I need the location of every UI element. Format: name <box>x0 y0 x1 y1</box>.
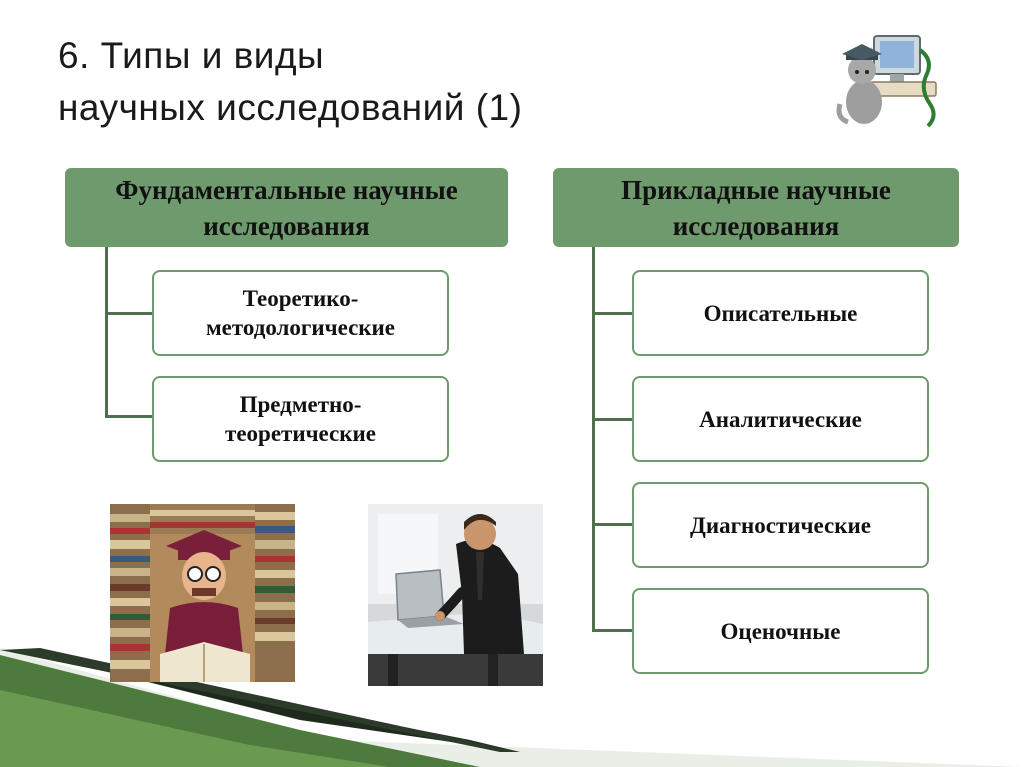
applied-connector-4 <box>592 629 634 632</box>
applied-item-descriptive: Описательные <box>632 270 929 356</box>
applied-item-diagnostic: Диагностические <box>632 482 929 568</box>
fundamental-item-theoretical-methodological: Теоретико- методологические <box>152 270 449 356</box>
slide-title: 6. Типы и виды научных исследований (1) <box>58 30 778 134</box>
applied-item-evaluative: Оценочные <box>632 588 929 674</box>
fundamental-research-heading: Фундаментальные научные исследования <box>65 168 508 247</box>
applied-research-heading: Прикладные научные исследования <box>553 168 959 247</box>
fundamental-connector-2 <box>105 415 154 418</box>
fundamental-item-2-line-1: Предметно- <box>239 392 362 417</box>
applied-heading-line-1: Прикладные научные <box>621 174 891 205</box>
man-at-laptop-image <box>368 504 543 686</box>
fundamental-connector-vertical <box>105 247 108 417</box>
fundamental-item-subject-theoretical: Предметно- теоретические <box>152 376 449 462</box>
applied-item-analytical: Аналитические <box>632 376 929 462</box>
cat-computer-icon <box>836 35 937 128</box>
applied-item-1-label: Описательные <box>703 300 858 326</box>
applied-connector-3 <box>592 523 634 526</box>
applied-item-4-label: Оценочные <box>720 618 841 644</box>
fundamental-heading-line-2: исследования <box>203 210 370 241</box>
applied-connector-vertical <box>592 247 595 632</box>
applied-item-2-label: Аналитические <box>699 406 862 432</box>
title-line-1: 6. Типы и виды <box>58 35 325 76</box>
applied-connector-2 <box>592 418 634 421</box>
applied-item-3-label: Диагностические <box>690 512 871 538</box>
title-line-2: научных исследований (1) <box>58 87 523 128</box>
applied-connector-1 <box>592 312 634 315</box>
fundamental-item-1-line-1: Теоретико- <box>242 286 359 311</box>
fundamental-item-2-line-2: теоретические <box>225 421 376 446</box>
scholar-with-books-image <box>110 504 295 682</box>
fundamental-connector-1 <box>105 312 154 315</box>
fundamental-item-1-line-2: методологические <box>205 315 396 340</box>
fundamental-heading-line-1: Фундаментальные научные <box>115 174 458 205</box>
applied-heading-line-2: исследования <box>672 210 840 241</box>
